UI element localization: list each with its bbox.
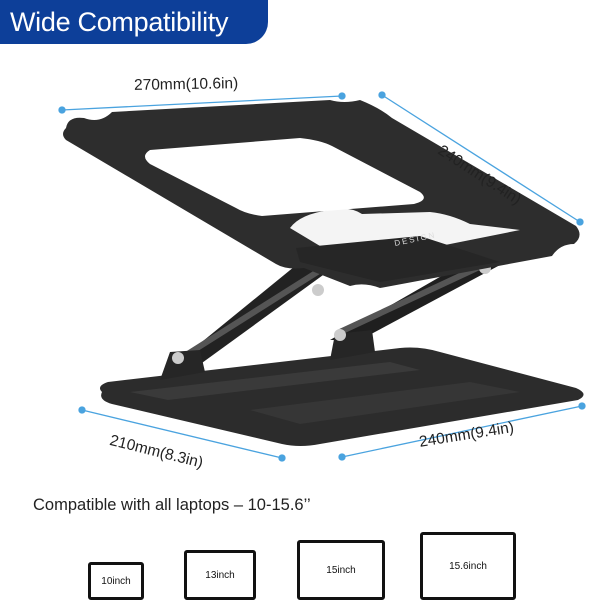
stand-base: [100, 347, 584, 446]
dimension-top-width: 270mm(10.6in): [133, 75, 239, 94]
dimension-lines: [58, 91, 586, 462]
banner-title: Wide Compatibility: [10, 6, 229, 37]
laptop-stand-illustration: DESIGN: [58, 91, 586, 462]
stand-top-plate: DESIGN: [63, 100, 580, 288]
laptop-label: 10inch: [101, 575, 131, 587]
laptop-label: 13inch: [205, 569, 235, 581]
laptop-label: 15.6inch: [449, 560, 487, 572]
title-banner: Wide Compatibility: [0, 0, 268, 44]
stand-arms: [160, 255, 500, 380]
compatibility-text: Compatible with all laptops – 10-15.6’’: [33, 496, 311, 514]
laptop-label: 15inch: [326, 564, 356, 576]
